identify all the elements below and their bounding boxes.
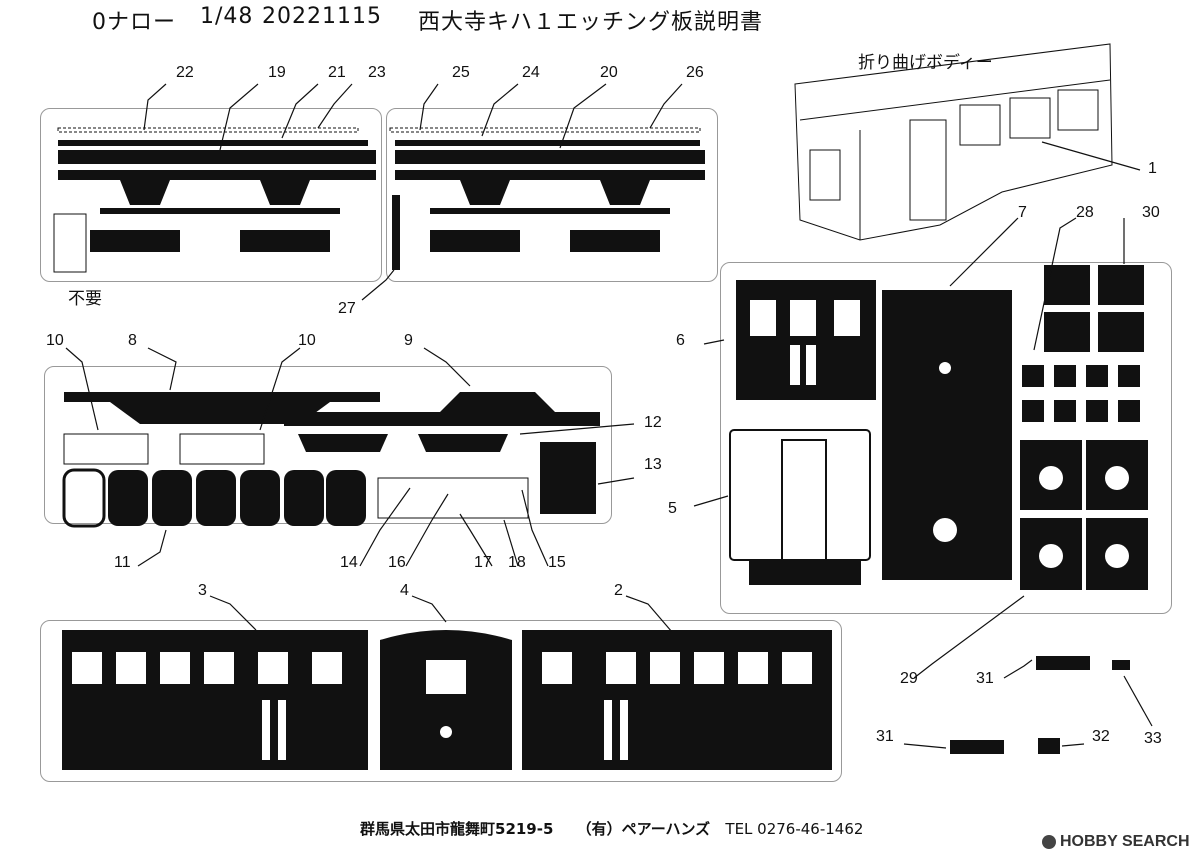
part-label: 19 [268, 64, 286, 81]
part-7 [882, 290, 1012, 580]
parts-28-30-29 [1020, 265, 1148, 590]
leader-lines [65, 83, 1153, 749]
part-label: 18 [508, 554, 526, 571]
part-6 [736, 280, 876, 400]
part-label: 31 [876, 728, 894, 745]
underframe-left [53, 127, 376, 273]
part-label: 8 [128, 332, 137, 349]
part-5 [729, 429, 871, 585]
part-label: 22 [176, 64, 194, 81]
sheet-underframe-right [386, 108, 718, 282]
part-label: 16 [388, 554, 406, 571]
middle-parts [62, 392, 600, 528]
small-parts [950, 656, 1130, 754]
part-label: 23 [368, 64, 386, 81]
part-label: 10 [298, 332, 316, 349]
part-3 [62, 630, 368, 770]
part-label: 28 [1076, 204, 1094, 221]
part-2 [522, 630, 832, 770]
logo-icon [1042, 834, 1056, 849]
part-label: 17 [474, 554, 492, 571]
part-label: 4 [400, 582, 409, 599]
footer: 群馬県太田市龍舞町5219-5 （有）ペアーハンズ TEL 0276-46-14… [360, 818, 863, 839]
part-label: 26 [686, 64, 704, 81]
part-label: 10 [46, 332, 64, 349]
part-label: 33 [1144, 730, 1162, 747]
part-label: 15 [548, 554, 566, 571]
part-label: 2 [614, 582, 623, 599]
underframe-right [389, 127, 705, 270]
note-fold-body: 折り曲げボディー [858, 53, 993, 72]
part-label: 31 [976, 670, 994, 687]
part-label: 25 [452, 64, 470, 81]
sheet-underframe-left [40, 108, 382, 282]
part-label: 7 [1018, 204, 1027, 221]
date: 20221115 [262, 4, 382, 29]
watermark: HOBBY SEARCH [1042, 833, 1190, 851]
note-unneeded: 不要 [68, 289, 102, 308]
part-label: 14 [340, 554, 358, 571]
part-label: 20 [600, 64, 618, 81]
part-label: 5 [668, 500, 677, 517]
part-label: 24 [522, 64, 540, 81]
part-label: 12 [644, 414, 662, 431]
part-label: 1 [1148, 160, 1157, 177]
part-4 [380, 630, 512, 770]
car-body-sketch [794, 43, 1113, 241]
page-title: 西大寺キハ１エッチング板説明書 [418, 10, 764, 35]
part-label: 9 [404, 332, 413, 349]
part-label: 32 [1092, 728, 1110, 745]
watermark-text: HOBBY SEARCH [1060, 833, 1190, 850]
footer-company: （有）ペアーハンズ [576, 820, 711, 838]
part-label: 21 [328, 64, 346, 81]
scale-series: 0ナロー [92, 10, 176, 35]
part-label: 6 [676, 332, 685, 349]
part-label: 29 [900, 670, 918, 687]
scale: 1/48 [200, 4, 254, 29]
footer-address: 群馬県太田市龍舞町5219-5 [360, 820, 554, 838]
part-label: 27 [338, 300, 356, 317]
part-label: 11 [114, 554, 131, 571]
part-label: 13 [644, 456, 662, 473]
part-label: 3 [198, 582, 207, 599]
footer-tel: TEL 0276-46-1462 [725, 820, 864, 838]
part-label: 30 [1142, 204, 1160, 221]
